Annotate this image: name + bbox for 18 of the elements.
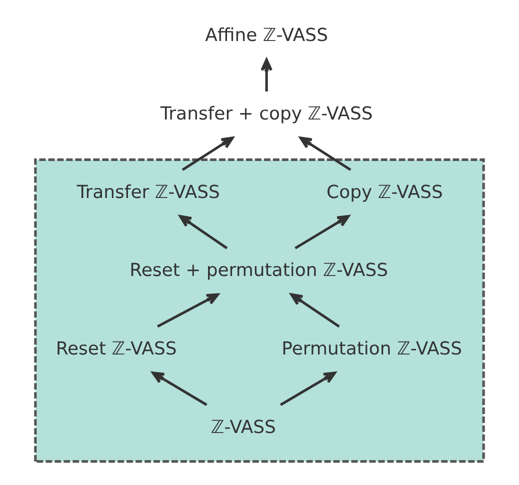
node-text: Transfer + copy ℤ-VASS bbox=[160, 103, 373, 124]
arrow bbox=[294, 214, 350, 250]
node-text: Transfer ℤ-VASS bbox=[76, 182, 220, 203]
arrow bbox=[290, 293, 340, 328]
arrow bbox=[182, 136, 234, 171]
arrow bbox=[179, 214, 228, 250]
arrow bbox=[260, 58, 272, 92]
node-text: Copy ℤ-VASS bbox=[326, 182, 443, 203]
arrow bbox=[152, 372, 208, 406]
node-text: Permutation ℤ-VASS bbox=[282, 338, 462, 360]
arrow bbox=[299, 136, 352, 171]
node-text: Reset ℤ-VASS bbox=[56, 338, 177, 360]
cluster bbox=[34, 158, 485, 463]
arrow bbox=[156, 293, 219, 328]
node-text: ℤ-VASS bbox=[210, 416, 276, 438]
node-text: Reset + permutation ℤ-VASS bbox=[130, 260, 388, 282]
arrow bbox=[280, 372, 336, 406]
node-text: Affine ℤ-VASS bbox=[205, 25, 328, 46]
